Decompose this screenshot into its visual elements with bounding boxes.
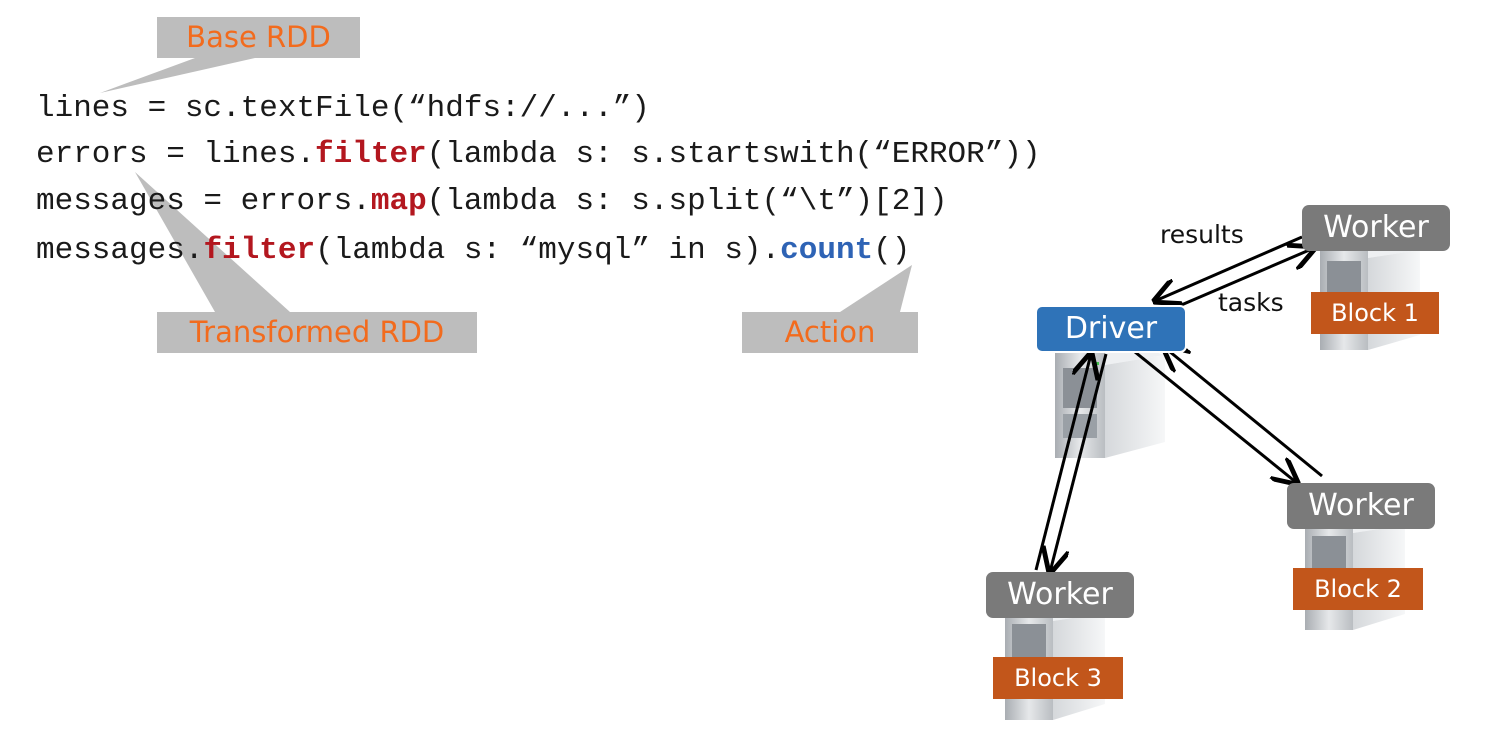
server-icon-driver xyxy=(1055,340,1165,458)
callout-action: Action xyxy=(742,312,918,353)
code-keyword-filter: filter xyxy=(315,137,427,172)
results-label: results xyxy=(1160,220,1244,249)
tasks-arrow-driver-to-worker1 xyxy=(1164,248,1314,314)
results-arrow-worker3-to-driver xyxy=(1034,354,1091,571)
code-line-4-middle: (lambda s: “mysql” in s). xyxy=(315,233,781,268)
action-pointer xyxy=(840,265,912,312)
callout-transformed-rdd: Transformed RDD xyxy=(157,312,477,353)
tasks-arrow-driver-to-worker2 xyxy=(1134,350,1297,483)
worker-node-2: Worker xyxy=(1287,483,1435,529)
callout-base-rdd: Base RDD xyxy=(157,17,360,58)
code-keyword-count: count xyxy=(780,233,874,268)
results-arrow-worker2-to-driver xyxy=(1164,347,1323,478)
worker-node-1: Worker xyxy=(1302,205,1450,251)
transformed-rdd-pointer xyxy=(135,172,290,312)
code-line-3: messages = errors.map(lambda s: s.split(… xyxy=(36,182,948,222)
code-line-1-text: lines = sc.textFile(“hdfs://...”) xyxy=(36,91,650,126)
tasks-label: tasks xyxy=(1218,288,1284,317)
worker-node-3: Worker xyxy=(986,572,1134,618)
code-line-1: lines = sc.textFile(“hdfs://...”) xyxy=(36,89,650,129)
code-line-3-prefix: messages = errors. xyxy=(36,184,371,219)
code-keyword-filter-2: filter xyxy=(203,233,316,268)
code-line-4-suffix: () xyxy=(873,233,911,268)
tasks-arrow-driver-to-worker3 xyxy=(1050,353,1108,572)
code-line-4: messages.filter(lambda s: “mysql” in s).… xyxy=(36,231,910,271)
code-line-2: errors = lines.filter(lambda s: s.starts… xyxy=(36,135,1041,175)
driver-node: Driver xyxy=(1035,305,1187,353)
code-line-4-prefix: messages. xyxy=(36,233,204,268)
code-line-3-suffix: (lambda s: s.split(“\t”)[2]) xyxy=(426,184,948,219)
code-line-2-suffix: (lambda s: s.startswith(“ERROR”)) xyxy=(426,137,1041,172)
code-line-2-prefix: errors = lines. xyxy=(36,137,316,172)
block-2-badge: Block 2 xyxy=(1293,568,1423,610)
base-rdd-pointer xyxy=(100,58,255,93)
results-arrow-worker1-to-driver xyxy=(1155,235,1303,301)
block-3-badge: Block 3 xyxy=(993,657,1123,699)
code-keyword-map: map xyxy=(370,184,427,219)
block-1-badge: Block 1 xyxy=(1311,292,1439,334)
